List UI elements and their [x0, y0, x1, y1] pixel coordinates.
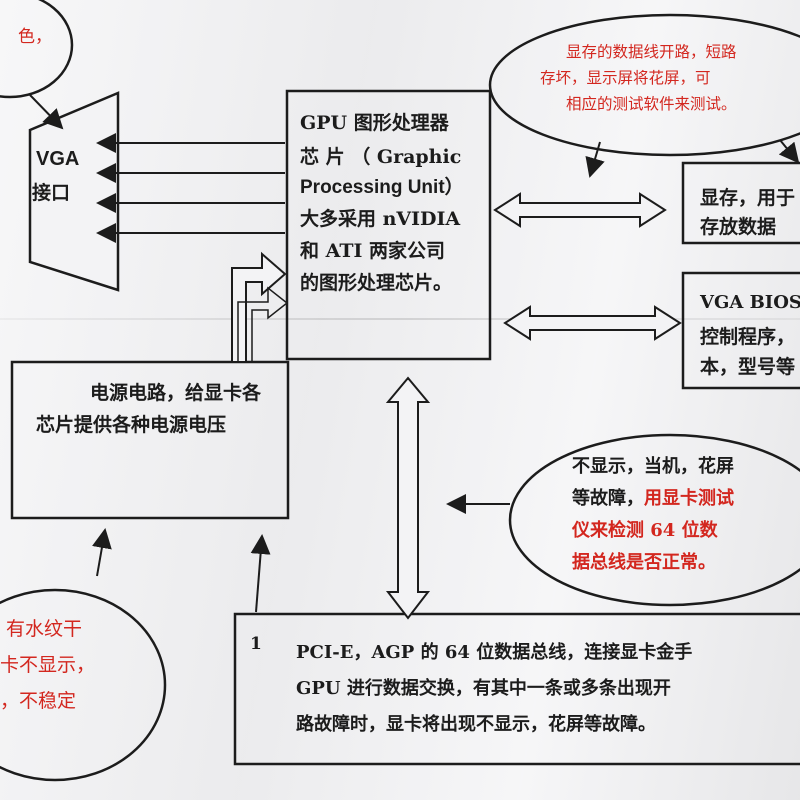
note-top-right-line3: 相应的测试软件来测试。: [566, 95, 737, 113]
gpu-text-line6: 的图形处理芯片。: [300, 272, 453, 294]
vga-sub-label: 接口: [32, 182, 71, 204]
power-text-line2: 芯片提供各种电源电压: [36, 414, 227, 436]
gpu-text-line1: GPU 图形处理器: [300, 112, 449, 134]
note-top-right-pointer-1: [585, 141, 605, 178]
note-bottom-left-line3: ，不稳定: [0, 690, 77, 712]
note-top-right-pointer-2: [778, 139, 800, 164]
power-to-gpu-arrow: [231, 251, 287, 363]
vram-text-line2: 存放数据: [700, 216, 777, 238]
gpu-bios-double-arrow: [503, 305, 682, 341]
bios-box: [681, 271, 800, 390]
bus-item-number: 1: [250, 634, 262, 654]
bus-box: [233, 612, 800, 766]
note-right-line2-red: 用显卡测试: [644, 488, 734, 509]
power-box: [10, 360, 290, 520]
vram-box: [681, 161, 800, 245]
note-bottom-left-line1: 有水纹干: [6, 618, 83, 640]
bios-text-line2: 控制程序，: [700, 326, 796, 348]
bios-text-line1: VGA BIOS: [700, 292, 800, 313]
vram-text-line1: 显存，用于: [700, 187, 796, 209]
note-right-line4: 据总线是否正常。: [572, 552, 716, 573]
note-bottom-left-ellipse: [0, 588, 167, 782]
note-right-line2: 等故障，用显卡测试: [572, 484, 734, 510]
note-right-line3: 仪来检测 64 位数: [572, 520, 718, 541]
note-right-line2-black: 等故障，: [572, 488, 644, 509]
note-top-left-ellipse: [0, 0, 74, 99]
gpu-text-line2: 芯 片 （ Graphic: [300, 146, 462, 168]
bus-text-line3: 路故障时，显卡将出现不显示，花屏等故障。: [296, 714, 656, 735]
bus-to-power-pointer: [250, 534, 271, 613]
note-bottom-left-pointer: [92, 528, 112, 577]
note-top-left-text: 色，: [18, 27, 52, 47]
gpu-text-line5: 和 ATI 两家公司: [300, 240, 445, 262]
note-bottom-left-line2: 卡不显示，: [0, 654, 96, 676]
gpu-box: [285, 89, 492, 361]
gpu-text-line3: Processing Unit）: [300, 177, 464, 198]
gpu-bus-double-arrow: [385, 376, 431, 620]
bus-text-line2: GPU 进行数据交换，有其中一条或多条出现开: [296, 678, 671, 699]
note-right-ellipse: [508, 433, 800, 607]
bus-text-line1: PCI-E，AGP 的 64 位数据总线，连接显卡金手: [296, 642, 693, 663]
gpu-text-line4: 大多采用 nVIDIA: [300, 208, 461, 230]
note-top-right-line2: 存坏，显示屏将花屏，可: [540, 69, 711, 87]
power-text-line1: 电源电路，给显卡各: [90, 382, 262, 404]
note-top-left-pointer: [29, 94, 64, 130]
gpu-vram-double-arrow: [493, 192, 667, 228]
note-right-line1: 不显示，当机，花屏: [572, 456, 734, 477]
vga-label: VGA: [36, 148, 80, 170]
note-top-right-ellipse: [488, 13, 800, 157]
paper-fold-line: [0, 318, 800, 320]
note-top-right-line1: 显存的数据线开路，短路: [566, 43, 737, 61]
bios-text-line3: 本，型号等: [700, 356, 796, 378]
